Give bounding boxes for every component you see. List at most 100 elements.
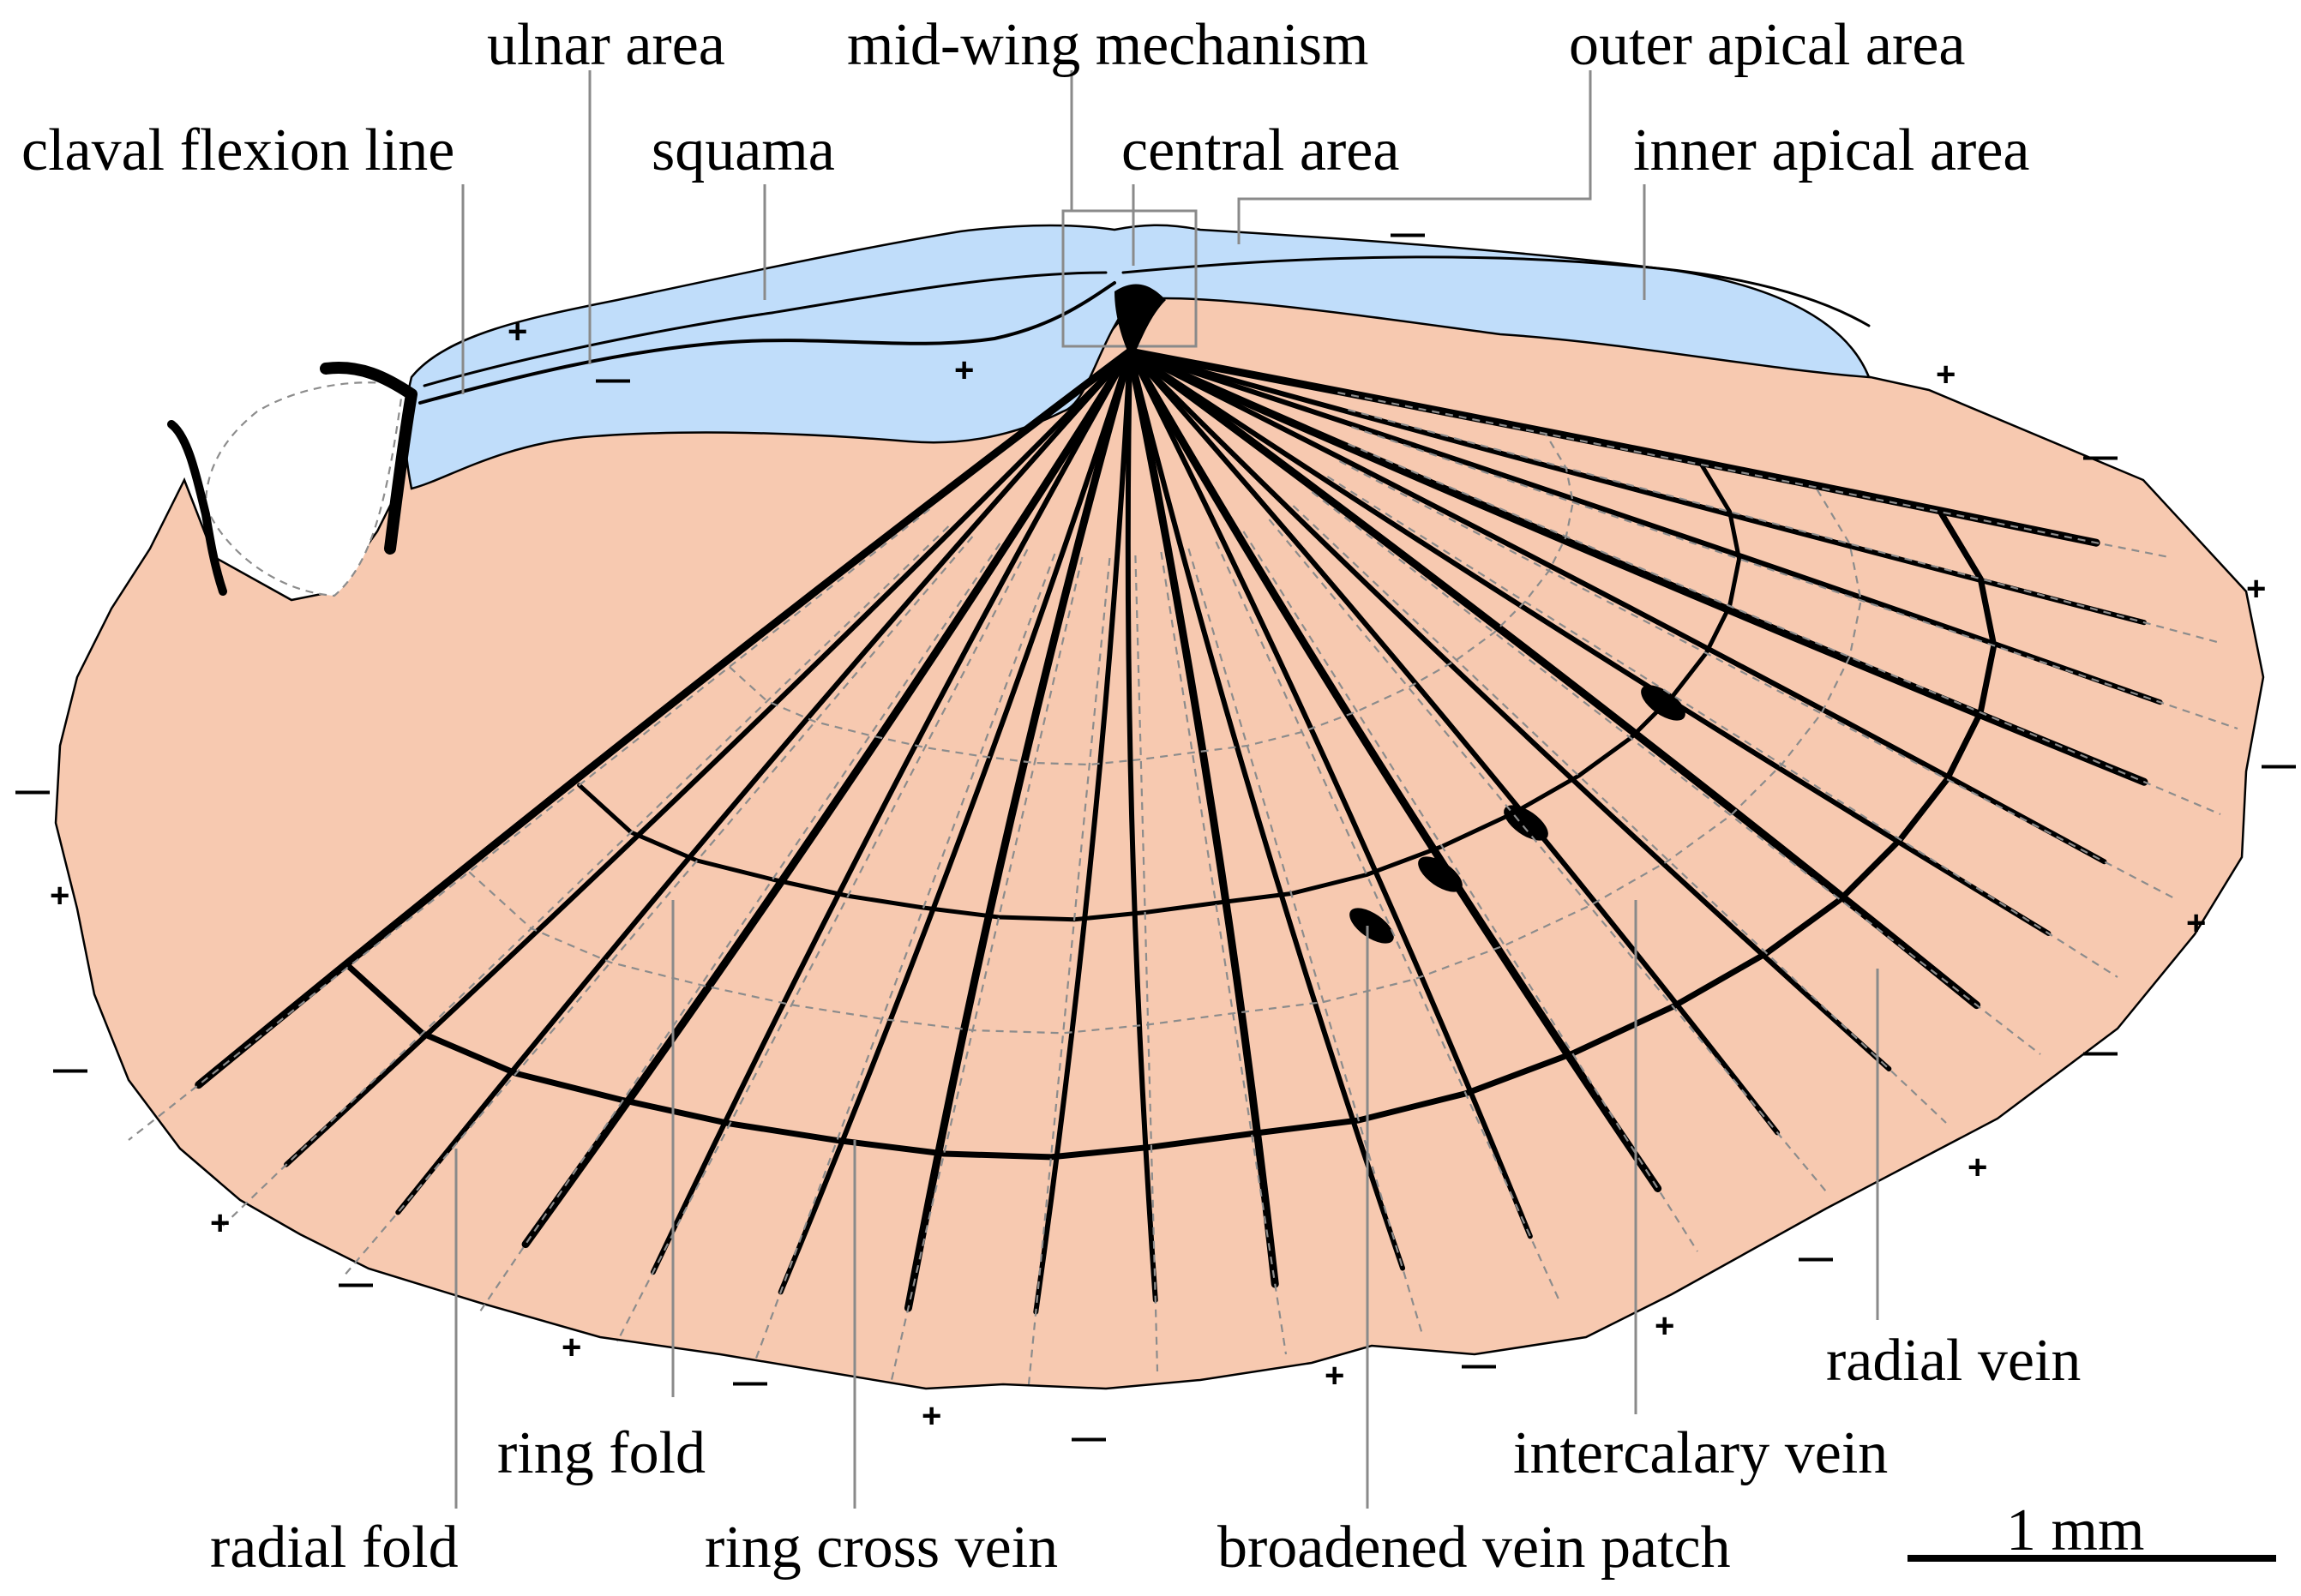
radial-vein [1127, 349, 1781, 1136]
sign-minus: — [2083, 1033, 2118, 1071]
sign-plus: + [954, 351, 974, 389]
sign-minus: — [1799, 1239, 1833, 1276]
sign-plus: + [562, 1329, 581, 1366]
broadened-vein-patch [1349, 908, 1394, 944]
radial-fold-line [1347, 442, 2221, 816]
radial-veins [195, 347, 2163, 1315]
leader-lines [454, 70, 1879, 1509]
squama-lower-vein [418, 281, 1116, 405]
central-node [1114, 284, 1166, 360]
radial-vein [1127, 349, 2147, 626]
claval-vein-tip [167, 420, 227, 596]
sign-plus: + [1325, 1357, 1344, 1395]
radial-vein [650, 349, 1132, 1275]
label-radial-vein: radial vein [1826, 1328, 2081, 1394]
radial-vein [1127, 349, 2052, 936]
radial-vein [1126, 347, 2100, 547]
radial-fold-line [1160, 551, 1288, 1355]
leader-outer-apical-area [1237, 70, 1592, 244]
label-radial-fold: radial fold [210, 1515, 459, 1581]
label-broadened-vein-patch: broadened vein patch [1217, 1515, 1731, 1581]
radial-vein [1033, 349, 1132, 1315]
radial-fold-line [1215, 541, 1562, 1304]
ulnar-border-vein [423, 271, 1108, 387]
fold-lines [128, 391, 2238, 1385]
radial-fold-line [616, 549, 1029, 1342]
radial-vein [1127, 349, 2107, 865]
claval-pocket [204, 381, 405, 597]
radial-fold-line [1326, 476, 2118, 978]
radial-vein [1126, 347, 1662, 1192]
radial-vein [521, 347, 1134, 1249]
sign-plus: + [210, 1204, 230, 1242]
radial-fold-line [1337, 391, 2170, 559]
radial-fold-line [1351, 425, 2238, 730]
label-squama: squama [652, 117, 835, 183]
radial-vein [1127, 349, 1406, 1271]
radial-fold-line [342, 536, 974, 1278]
fold-signs: + — + — + — + — + — + — + — + — + — + — … [15, 214, 2296, 1456]
radial-fold-line [890, 556, 1084, 1381]
sign-minus: — [2262, 746, 2296, 783]
radial-fold-line [128, 508, 931, 1141]
radial-vein [284, 349, 1132, 1167]
label-ring-cross-vein: ring cross vein [705, 1515, 1058, 1581]
radial-vein [778, 349, 1132, 1295]
sign-minus: — [53, 1050, 87, 1088]
label-central-area: central area [1121, 117, 1399, 183]
radial-vein [1125, 349, 1158, 1303]
sign-plus: + [508, 313, 527, 351]
sign-minus: — [1391, 214, 1425, 252]
label-ulnar-area: ulnar area [487, 12, 725, 78]
radial-vein [1126, 347, 1279, 1288]
radial-fold-line [222, 525, 950, 1227]
label-intercalary-vein: intercalary vein [1513, 1420, 1888, 1486]
sign-minus: — [2083, 437, 2118, 475]
radial-vein [1126, 347, 1981, 1010]
radial-fold-line [1338, 460, 2178, 901]
label-ring-fold: ring fold [497, 1420, 706, 1486]
sign-plus: + [922, 1397, 941, 1435]
radial-vein [195, 347, 1134, 1089]
sign-minus: — [733, 1363, 767, 1401]
scale-bar-label: 1 mm [2006, 1497, 2144, 1563]
inner-cross-vein [577, 462, 1742, 922]
sign-plus: + [2246, 570, 2266, 608]
label-outer-apical-area: outer apical area [1569, 12, 1965, 78]
radial-vein [1126, 347, 2148, 786]
label-inner-apical-area: inner apical area [1633, 117, 2029, 183]
ring-veins [345, 462, 1998, 1161]
sign-plus: + [1936, 356, 1956, 393]
radial-vein [1127, 349, 1892, 1071]
claval-vein [320, 362, 418, 555]
label-mid-wing-mechanism: mid-wing mechanism [847, 12, 1369, 78]
squama-area [404, 224, 1871, 490]
radial-vein [904, 347, 1134, 1312]
ring-fold-line [468, 486, 1862, 1035]
sign-plus: + [1655, 1307, 1674, 1345]
sign-minus: — [1072, 1419, 1106, 1456]
sign-minus: — [339, 1264, 373, 1302]
radial-fold-line [1242, 531, 1698, 1252]
sign-minus: — [596, 360, 630, 398]
radial-fold-line [753, 553, 1056, 1364]
sign-minus: — [15, 771, 50, 809]
inner-fold-line [729, 433, 1574, 766]
radial-fold-line [479, 543, 1001, 1312]
sign-plus: + [2186, 904, 2206, 942]
sign-minus: — [1462, 1346, 1496, 1383]
label-claval-flexion-line: claval flexion line [21, 117, 454, 183]
broadened-vein-patch [1418, 856, 1463, 892]
radial-vein [1127, 349, 1533, 1239]
radial-fold-line [1268, 519, 1827, 1192]
ring-cross-vein [345, 508, 1998, 1161]
sign-plus: + [50, 877, 69, 915]
outer-apical-border [1121, 255, 1871, 327]
sign-plus: + [1968, 1149, 1987, 1186]
radial-vein [1127, 349, 2163, 705]
radial-vein [395, 349, 1132, 1215]
radial-fold-line [1027, 557, 1111, 1385]
wing-membrane [54, 294, 2265, 1390]
